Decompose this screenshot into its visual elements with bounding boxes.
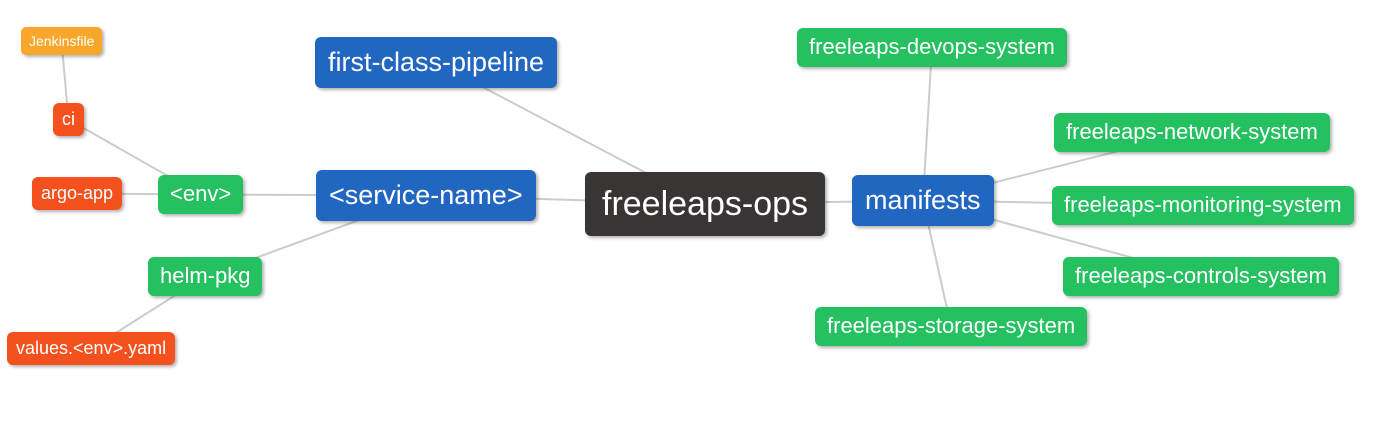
node-freeleaps-ops[interactable]: freeleaps-ops [585, 172, 826, 237]
node-freeleaps-monitoring-system[interactable]: freeleaps-monitoring-system [1052, 186, 1354, 225]
node-helm-pkg[interactable]: helm-pkg [148, 257, 263, 296]
node-manifests[interactable]: manifests [852, 175, 994, 227]
node-first-class-pipeline[interactable]: first-class-pipeline [315, 37, 558, 89]
node-ci[interactable]: ci [53, 103, 84, 137]
node-freeleaps-devops-system[interactable]: freeleaps-devops-system [797, 28, 1067, 67]
node-values-env-yaml[interactable]: values.<env>.yaml [7, 332, 176, 366]
node-freeleaps-controls-system[interactable]: freeleaps-controls-system [1063, 257, 1339, 296]
node-env[interactable]: <env> [158, 175, 244, 214]
node-service-name[interactable]: <service-name> [316, 170, 536, 222]
node-argo-app[interactable]: argo-app [32, 177, 123, 211]
node-freeleaps-network-system[interactable]: freeleaps-network-system [1054, 113, 1330, 152]
node-jenkinsfile[interactable]: Jenkinsfile [21, 27, 103, 56]
node-freeleaps-storage-system[interactable]: freeleaps-storage-system [815, 307, 1088, 346]
